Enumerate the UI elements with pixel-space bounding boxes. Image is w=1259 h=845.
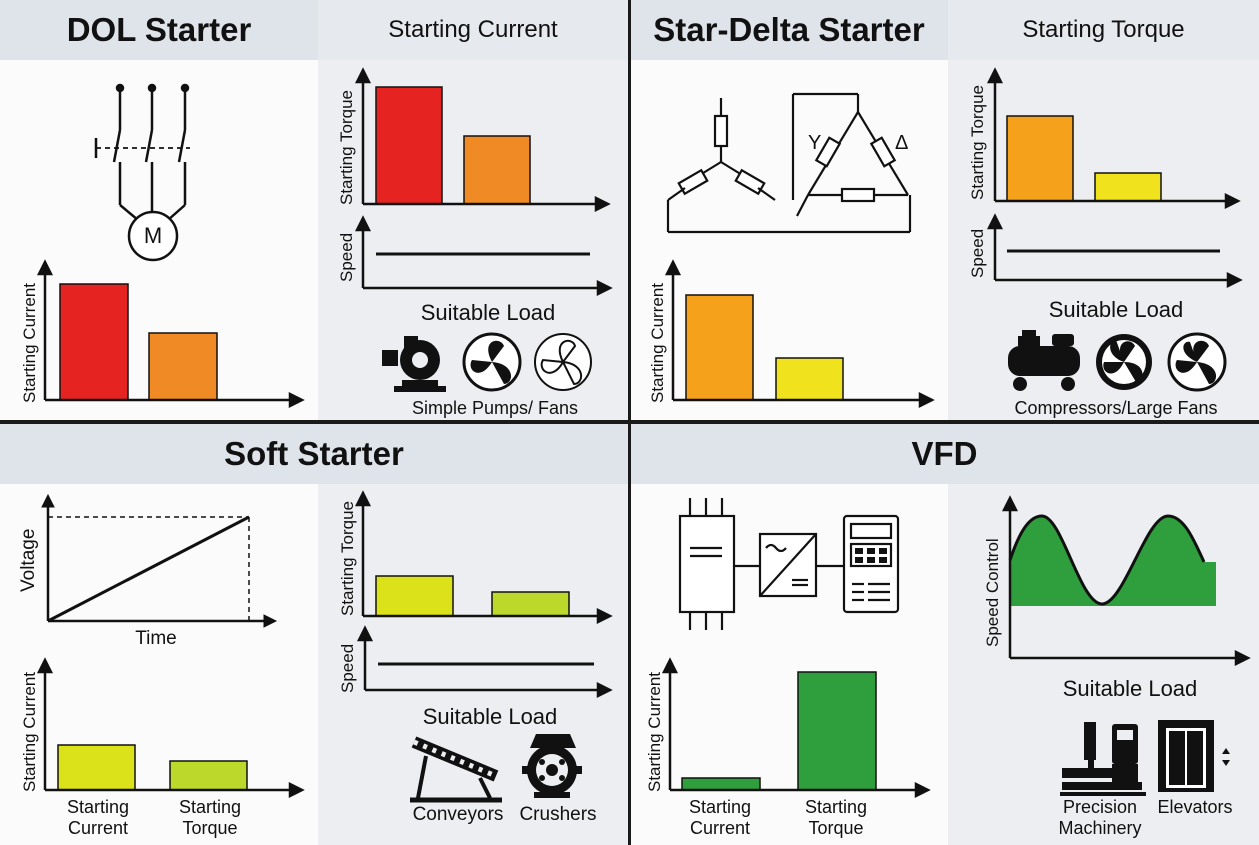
vfd-load-2: Elevators bbox=[1157, 797, 1233, 817]
dol-subtitle: Starting Current bbox=[388, 16, 558, 43]
horizontal-divider bbox=[0, 420, 1259, 424]
fan-icon bbox=[1167, 332, 1227, 392]
soft-suitable-load: Suitable Load bbox=[422, 704, 558, 729]
motor-label: M bbox=[143, 223, 163, 248]
sd-subtitle: Starting Torque bbox=[1022, 16, 1185, 43]
large-fan-icon bbox=[1096, 334, 1152, 390]
dol-header: DOL Starter bbox=[0, 0, 318, 60]
compressor-icon bbox=[1008, 330, 1080, 391]
pump-icon bbox=[382, 336, 446, 392]
sd-load-caption: Compressors/Large Fans bbox=[1014, 398, 1218, 418]
star-symbol: Y bbox=[808, 132, 822, 154]
cnc-machine-icon bbox=[1060, 722, 1146, 796]
sd-current-bar-1 bbox=[685, 294, 754, 401]
vfd-current-bar-2 bbox=[797, 671, 877, 791]
soft-torque-bar-1 bbox=[375, 575, 454, 617]
dol-subheader: Starting Current bbox=[318, 0, 628, 60]
soft-header: Soft Starter bbox=[0, 424, 628, 484]
vfd-speed-fill bbox=[1010, 516, 1216, 606]
dol-suitable-load: Suitable Load bbox=[420, 300, 556, 325]
dol-load-caption: Simple Pumps/ Fans bbox=[411, 398, 579, 418]
fan-icon bbox=[462, 332, 522, 392]
dol-current-bar-2 bbox=[148, 332, 218, 401]
dol-current-bar-1 bbox=[59, 283, 129, 401]
sd-title: Star-Delta Starter bbox=[653, 11, 925, 48]
crusher-icon bbox=[522, 734, 582, 798]
sd-torque-bar-2 bbox=[1094, 172, 1162, 202]
dol-torque-bar-1 bbox=[375, 86, 443, 205]
vfd-load-1: Precision Machinery bbox=[1058, 797, 1142, 838]
sd-torque-bar-1 bbox=[1006, 115, 1074, 202]
soft-title: Soft Starter bbox=[224, 435, 404, 472]
soft-bar-label-1: Starting Current bbox=[66, 797, 130, 838]
soft-time-axis: Time bbox=[135, 628, 177, 649]
vfd-suitable-load: Suitable Load bbox=[1062, 676, 1198, 701]
soft-left-panel bbox=[0, 484, 318, 845]
sd-suitable-load: Suitable Load bbox=[1048, 297, 1184, 322]
dol-title: DOL Starter bbox=[66, 11, 252, 48]
delta-symbol: Δ bbox=[895, 132, 909, 154]
conveyor-icon bbox=[410, 736, 502, 803]
vfd-header: VFD bbox=[630, 424, 1259, 484]
soft-bar-label-2: Starting Torque bbox=[178, 797, 242, 838]
sd-header: Star-Delta Starter bbox=[630, 0, 948, 60]
vfd-bar-label-1: Starting Current bbox=[688, 797, 752, 838]
elevator-icon bbox=[1158, 720, 1230, 792]
soft-load-1: Conveyors bbox=[412, 804, 504, 825]
soft-load-2: Crushers bbox=[519, 804, 597, 825]
dol-torque-bar-2 bbox=[463, 135, 531, 205]
sd-subheader: Starting Torque bbox=[948, 0, 1259, 60]
vfd-title: VFD bbox=[911, 435, 978, 472]
soft-current-bar-1 bbox=[57, 744, 136, 791]
sd-current-bar-2 bbox=[775, 357, 844, 401]
fan-outline-icon bbox=[534, 333, 592, 391]
vfd-bar-label-2: Starting Torque bbox=[804, 797, 868, 838]
vfd-speed-curve bbox=[1008, 514, 1206, 606]
